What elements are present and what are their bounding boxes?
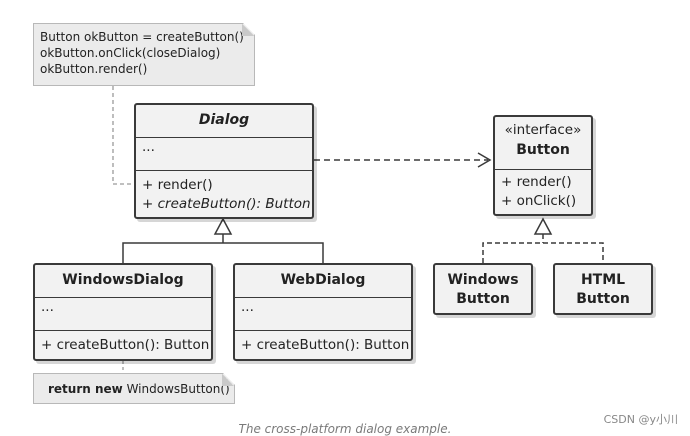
windows-dialog-class: WindowsDialog ... + createButton(): Butt… xyxy=(33,263,213,361)
return-note: return new WindowsButton() xyxy=(33,373,235,404)
windows-button-line2: Button xyxy=(456,291,510,307)
html-button-line1: HTML xyxy=(580,272,626,288)
realization-arrowhead xyxy=(533,217,553,235)
dialog-method-createbutton: + createButton(): Button xyxy=(142,196,311,212)
interface-stereotype: «interface» xyxy=(504,122,582,138)
windows-button-line1: Windows xyxy=(447,272,519,288)
note-connector xyxy=(112,86,134,185)
realization-connector xyxy=(482,234,604,263)
dialog-method-render: + render() xyxy=(142,177,213,193)
html-button-line2: Button xyxy=(576,291,630,307)
interface-name: Button xyxy=(516,142,570,158)
inheritance-connector xyxy=(122,234,324,263)
dialog-class-name: Dialog xyxy=(198,112,250,128)
code-note: Button okButton = createButton() okButto… xyxy=(33,23,255,86)
html-button-class: HTML Button xyxy=(553,263,653,315)
windows-dialog-name: WindowsDialog xyxy=(62,272,184,288)
code-note-line: Button okButton = createButton() xyxy=(40,30,244,44)
web-dialog-class: WebDialog ... + createButton(): Button xyxy=(233,263,413,361)
windows-button-class: Windows Button xyxy=(433,263,533,315)
dialog-fields: ... xyxy=(142,139,155,155)
watermark: CSDN @y小川 xyxy=(603,413,678,426)
web-dialog-fields: ... xyxy=(241,299,254,315)
return-note-keyword: return new xyxy=(48,382,123,396)
windows-dialog-fields: ... xyxy=(41,299,54,315)
interface-method-onclick: + onClick() xyxy=(501,193,577,209)
figure-caption: The cross-platform dialog example. xyxy=(238,422,452,436)
inheritance-arrowhead xyxy=(213,217,233,235)
code-note-line: okButton.render() xyxy=(40,62,148,76)
web-dialog-name: WebDialog xyxy=(280,272,366,288)
interface-method-render: + render() xyxy=(501,174,572,190)
web-dialog-method: + createButton(): Button xyxy=(241,337,410,353)
dependency-arrowhead xyxy=(477,152,492,168)
button-interface: «interface» Button + render() + onClick(… xyxy=(493,115,593,216)
code-note-line: okButton.onClick(closeDialog) xyxy=(40,46,221,60)
windows-dialog-method: + createButton(): Button xyxy=(41,337,210,353)
return-note-expression: WindowsButton() xyxy=(126,382,230,396)
dialog-class: Dialog ... + render() + createButton(): … xyxy=(134,103,314,219)
